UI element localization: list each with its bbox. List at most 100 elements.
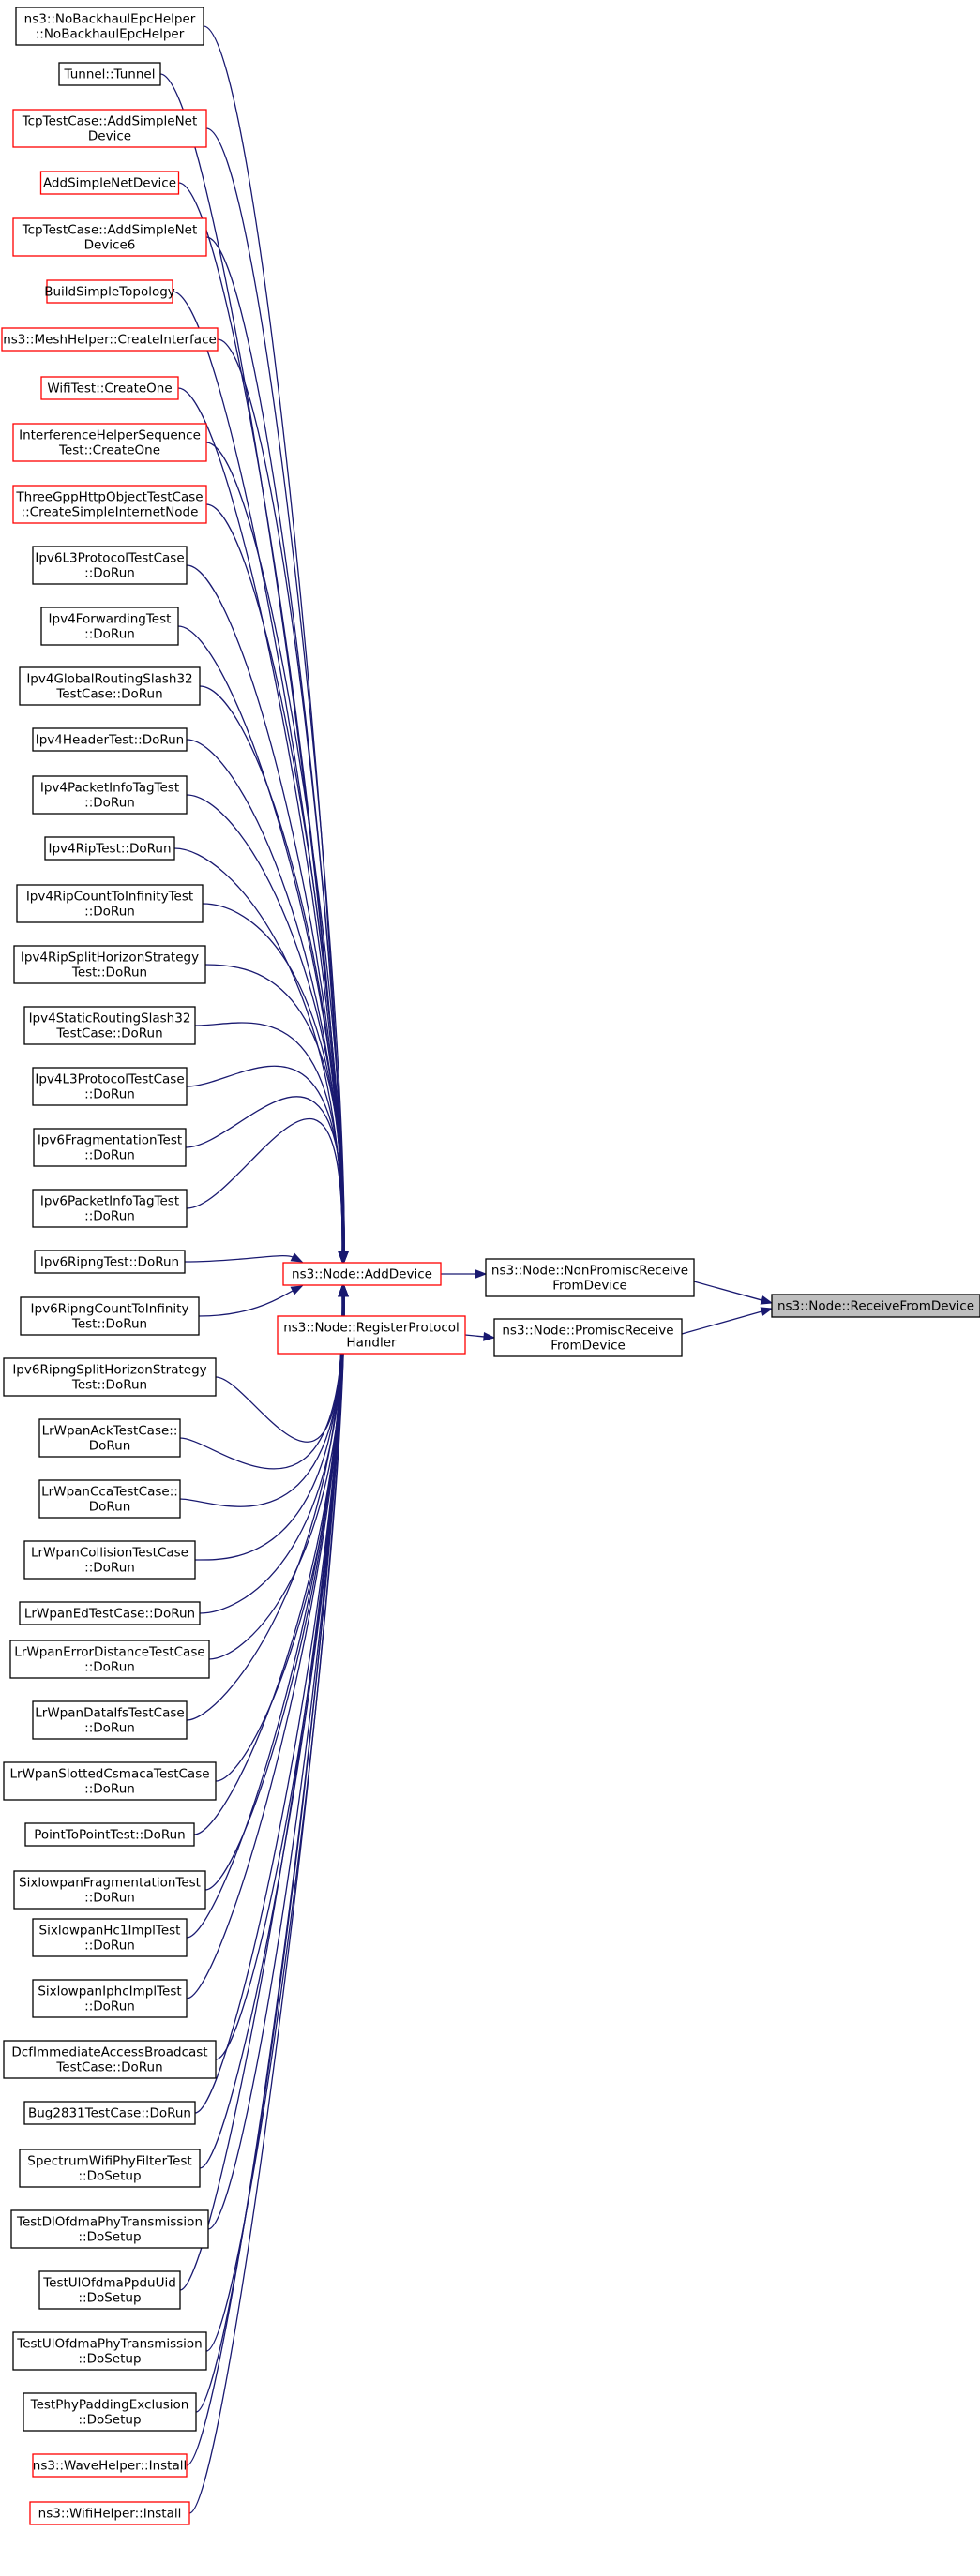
- caller-node-26[interactable]: LrWpanAckTestCase::DoRun: [38, 1418, 181, 1458]
- caller-node-40-label-line-1: TestDlOfdmaPhyTransmission: [16, 2215, 203, 2230]
- caller-node-16[interactable]: Ipv4RipTest::DoRun: [44, 836, 175, 861]
- caller-node-20[interactable]: Ipv4L3ProtocolTestCase::DoRun: [32, 1067, 188, 1106]
- caller-node-1[interactable]: ns3::NoBackhaulEpcHelper::NoBackhaulEpcH…: [15, 7, 204, 46]
- caller-node-15-label-line-2: ::DoRun: [84, 796, 135, 811]
- caller-node-37-box: [3, 2040, 217, 2079]
- caller-node-3[interactable]: TcpTestCase::AddSimpleNetDevice: [12, 109, 207, 148]
- caller-node-7-box: [1, 327, 219, 352]
- caller-node-43[interactable]: TestPhyPaddingExclusion::DoSetup: [23, 2392, 197, 2432]
- caller-node-31[interactable]: LrWpanDataIfsTestCase::DoRun: [32, 1700, 188, 1740]
- caller-node-11[interactable]: Ipv6L3ProtocolTestCase::DoRun: [32, 546, 188, 585]
- caller-node-44-box: [32, 2453, 188, 2478]
- caller-node-29-label-line-1: LrWpanEdTestCase::DoRun: [24, 1607, 195, 1622]
- caller-node-39-label-line-2: ::DoSetup: [78, 2169, 141, 2184]
- caller-node-41[interactable]: TestUlOfdmaPpduUid::DoSetup: [38, 2270, 181, 2310]
- caller-node-35[interactable]: SixlowpanHc1ImplTest::DoRun: [32, 1918, 188, 1957]
- caller-node-22[interactable]: Ipv6PacketInfoTagTest::DoRun: [32, 1189, 188, 1228]
- caller-node-28-label-line-2: ::DoRun: [84, 1561, 135, 1576]
- node-receive-from-device[interactable]: ns3::Node::ReceiveFromDevice: [771, 1294, 980, 1318]
- caller-node-5-label-line-1: TcpTestCase::AddSimpleNet: [22, 223, 198, 238]
- caller-node-42-label-line-1: TestUlOfdmaPhyTransmission: [16, 2337, 202, 2352]
- caller-node-31-label-line-2: ::DoRun: [84, 1721, 135, 1736]
- caller-node-14-box: [32, 727, 188, 752]
- caller-node-25-label-line-1: Ipv6RipngSplitHorizonStrategy: [12, 1363, 206, 1378]
- caller-node-12[interactable]: Ipv4ForwardingTest::DoRun: [40, 607, 179, 646]
- caller-node-36[interactable]: SixlowpanIphcImplTest::DoRun: [32, 1979, 188, 2018]
- edge-caller-22: [186, 1117, 343, 1252]
- caller-node-36-label-line-2: ::DoRun: [84, 1999, 135, 2014]
- caller-node-31-box: [32, 1700, 188, 1740]
- caller-node-28-label-line-1: LrWpanCollisionTestCase: [31, 1546, 188, 1561]
- caller-node-43-label-line-2: ::DoSetup: [78, 2413, 141, 2428]
- caller-node-44[interactable]: ns3::WaveHelper::Install: [32, 2453, 188, 2478]
- caller-node-10[interactable]: ThreeGppHttpObjectTestCase::CreateSimple…: [12, 485, 207, 524]
- caller-node-25-box: [3, 1357, 217, 1397]
- caller-node-27-label-line-2: DoRun: [89, 1500, 131, 1515]
- caller-node-40-label-line-2: ::DoSetup: [78, 2230, 141, 2245]
- caller-node-39-box: [19, 2149, 201, 2188]
- caller-node-17[interactable]: Ipv4RipCountToInfinityTest::DoRun: [16, 884, 204, 923]
- caller-node-17-label-line-1: Ipv4RipCountToInfinityTest: [26, 890, 193, 905]
- edge-caller-23-arrowhead: [290, 1252, 304, 1263]
- caller-node-18-label-line-1: Ipv4RipSplitHorizonStrategy: [21, 951, 199, 966]
- caller-node-45[interactable]: ns3::WifiHelper::Install: [29, 2501, 190, 2525]
- caller-node-11-box: [32, 546, 188, 585]
- caller-node-28[interactable]: LrWpanCollisionTestCase::DoRun: [23, 1540, 196, 1580]
- caller-node-39-label-line-1: SpectrumWifiPhyFilterTest: [27, 2154, 191, 2169]
- caller-node-23-box: [34, 1250, 186, 1274]
- caller-node-8[interactable]: WifiTest::CreateOne: [40, 376, 179, 400]
- caller-node-37[interactable]: DcfImmediateAccessBroadcastTestCase::DoR…: [3, 2040, 217, 2079]
- caller-node-7[interactable]: ns3::MeshHelper::CreateInterface: [1, 327, 219, 352]
- caller-node-24-label-line-1: Ipv6RipngCountToInfinity: [31, 1302, 189, 1317]
- caller-node-21[interactable]: Ipv6FragmentationTest::DoRun: [33, 1128, 187, 1167]
- caller-node-6[interactable]: BuildSimpleTopology: [44, 279, 175, 304]
- caller-node-34[interactable]: SixlowpanFragmentationTest::DoRun: [13, 1870, 206, 1910]
- caller-node-2[interactable]: Tunnel::Tunnel: [58, 62, 161, 86]
- edge-caller-45: [188, 1295, 345, 2514]
- caller-node-29[interactable]: LrWpanEdTestCase::DoRun: [19, 1601, 201, 1625]
- caller-node-42[interactable]: TestUlOfdmaPhyTransmission::DoSetup: [12, 2331, 207, 2371]
- caller-node-14[interactable]: Ipv4HeaderTest::DoRun: [32, 727, 188, 752]
- caller-node-32[interactable]: LrWpanSlottedCsmacaTestCase::DoRun: [3, 1761, 217, 1801]
- caller-node-21-label-line-1: Ipv6FragmentationTest: [38, 1133, 182, 1148]
- caller-node-9[interactable]: InterferenceHelperSequenceTest::CreateOn…: [12, 423, 207, 462]
- caller-node-33[interactable]: PointToPointTest::DoRun: [24, 1822, 195, 1847]
- caller-node-36-label-line-1: SixlowpanIphcImplTest: [38, 1984, 181, 1999]
- caller-node-10-label-line-1: ThreeGppHttpObjectTestCase: [15, 490, 203, 505]
- node-add-device[interactable]: ns3::Node::AddDevice: [282, 1262, 442, 1286]
- caller-node-13-box: [19, 666, 201, 706]
- caller-node-15[interactable]: Ipv4PacketInfoTagTest::DoRun: [32, 775, 188, 815]
- caller-node-33-label-line-1: PointToPointTest::DoRun: [34, 1828, 185, 1843]
- caller-node-12-label-line-1: Ipv4ForwardingTest: [49, 612, 172, 627]
- caller-node-27-label-line-1: LrWpanCcaTestCase::: [41, 1485, 178, 1500]
- caller-node-4-label-line-1: AddSimpleNetDevice: [43, 176, 176, 191]
- node-non-promisc-receive-from-device-box: [485, 1258, 695, 1297]
- caller-node-4[interactable]: AddSimpleNetDevice: [39, 171, 180, 195]
- caller-node-40[interactable]: TestDlOfdmaPhyTransmission::DoSetup: [10, 2209, 209, 2249]
- caller-node-27-box: [38, 1479, 181, 1519]
- edge-nonpromisc-to-target: [693, 1281, 762, 1301]
- caller-node-21-label-line-2: ::DoRun: [84, 1148, 135, 1163]
- caller-node-23[interactable]: Ipv6RipngTest::DoRun: [34, 1250, 186, 1274]
- caller-node-39[interactable]: SpectrumWifiPhyFilterTest::DoSetup: [19, 2149, 201, 2188]
- edge-caller-23: [184, 1255, 294, 1263]
- edge-caller-24: [198, 1290, 294, 1317]
- edge-caller-32: [215, 1295, 344, 1782]
- caller-node-13-label-line-1: Ipv4GlobalRoutingSlash32: [26, 672, 192, 687]
- caller-node-38[interactable]: Bug2831TestCase::DoRun: [23, 2101, 196, 2125]
- caller-node-30-box: [9, 1640, 210, 1679]
- caller-node-30[interactable]: LrWpanErrorDistanceTestCase::DoRun: [9, 1640, 210, 1679]
- caller-node-9-label-line-1: InterferenceHelperSequence: [19, 428, 201, 443]
- caller-node-27[interactable]: LrWpanCcaTestCase::DoRun: [38, 1479, 181, 1519]
- caller-node-8-label-line-1: WifiTest::CreateOne: [47, 382, 172, 397]
- caller-node-14-label-line-1: Ipv4HeaderTest::DoRun: [36, 733, 185, 748]
